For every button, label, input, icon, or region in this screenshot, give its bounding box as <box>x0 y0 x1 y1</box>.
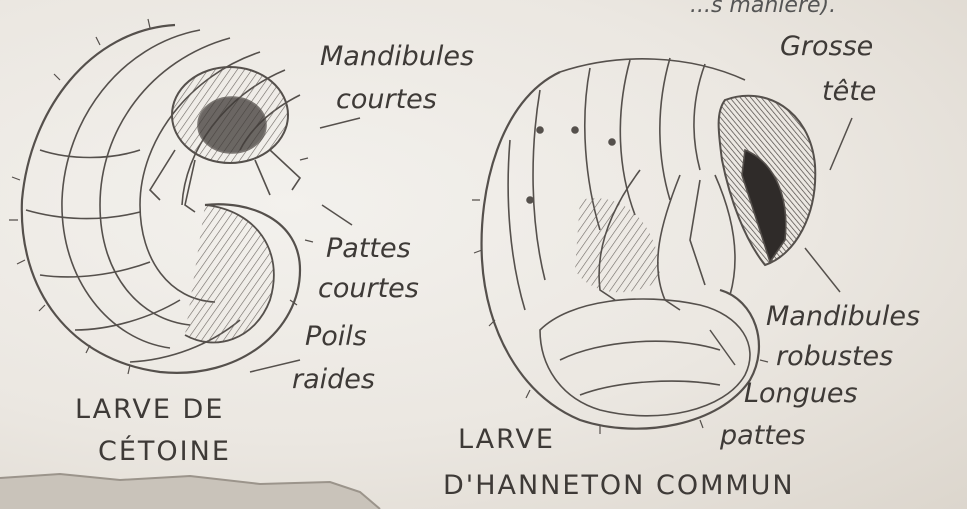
label-grosse-tete-2: tête <box>822 76 876 107</box>
header-fragment: ...s manière). <box>690 0 836 18</box>
torn-paper-edge <box>0 474 380 509</box>
title-larve-de: LARVE DE <box>75 394 224 425</box>
label-grosse-tete-1: Grosse <box>780 31 873 62</box>
title-hanneton-commun: D'HANNETON COMMUN <box>443 470 795 501</box>
title-larve: LARVE <box>458 424 555 455</box>
label-mandibules-courtes-2: courtes <box>336 84 437 115</box>
label-longues-pattes-1: Longues <box>744 378 858 409</box>
label-longues-pattes-2: pattes <box>719 420 806 451</box>
label-poils-raides-2: raides <box>292 364 375 395</box>
label-pattes-courtes-1: Pattes <box>326 233 411 264</box>
label-poils-raides-1: Poils <box>305 321 367 352</box>
label-pattes-courtes-2: courtes <box>318 273 419 304</box>
cetoine-larva-drawing <box>9 19 313 374</box>
label-mandibules-courtes-1: Mandibules <box>320 41 474 72</box>
label-mandibules-robustes-2: robustes <box>776 341 893 372</box>
title-cetoine: CÉTOINE <box>98 435 231 467</box>
label-mandibules-robustes-1: Mandibules <box>766 301 920 332</box>
